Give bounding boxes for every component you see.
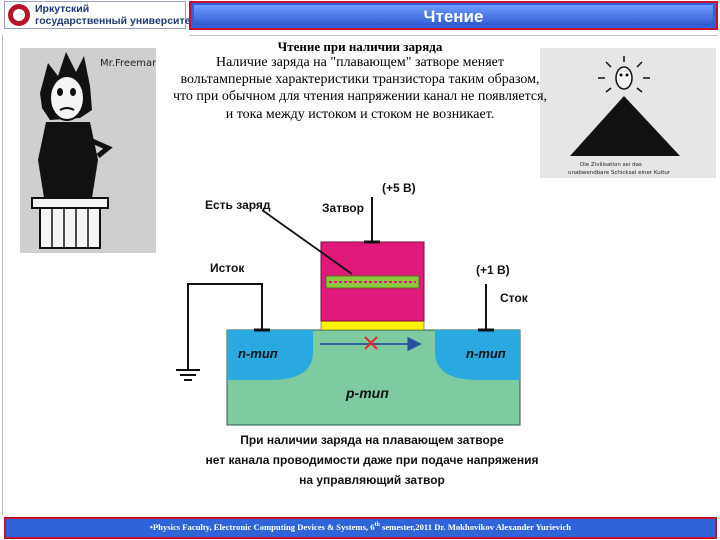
footer-bar: •Physics Faculty, Electronic Computing D… xyxy=(4,517,717,539)
footer-text-main: •Physics Faculty, Electronic Computing D… xyxy=(149,522,375,532)
slide-title-bar: Чтение xyxy=(189,1,718,30)
university-name: Иркутский государственный университет xyxy=(35,3,196,27)
sketch-caption-line1: Die Zivilisation sei das xyxy=(580,162,642,168)
p-type-label: p-тип xyxy=(345,385,389,401)
no-current-mark-icon xyxy=(364,336,378,350)
transistor-diagram: Есть заряд (+5 В) Затвор Исток (+1 В) Ст… xyxy=(170,172,550,502)
university-name-line1: Иркутский xyxy=(35,3,90,15)
caption-line1: При наличии заряда на плавающем затворе xyxy=(240,433,504,447)
university-emblem-icon xyxy=(8,4,30,26)
source-wire xyxy=(187,283,263,370)
gate-label: Затвор xyxy=(322,201,364,215)
ground-icon xyxy=(176,369,200,381)
slide-title: Чтение xyxy=(423,7,484,26)
gate-voltage-label: (+5 В) xyxy=(382,181,416,195)
caption-line2: нет канала проводимости даже при подаче … xyxy=(206,453,539,467)
pyramid-sketch: Die Zivilisation sei das unabwendbare Sc… xyxy=(540,48,716,178)
n-region-right xyxy=(435,330,520,380)
explanation-paragraph: Наличие заряда на "плавающем" затворе ме… xyxy=(172,55,548,122)
footer-credits: •Physics Faculty, Electronic Computing D… xyxy=(6,522,715,532)
section-heading: Чтение при наличии заряда xyxy=(277,39,443,54)
drain-label: Сток xyxy=(500,291,529,305)
n-type-right-label: n-тип xyxy=(466,346,506,361)
footer-text-sup: th xyxy=(374,522,380,529)
university-logo: Иркутский государственный университет xyxy=(4,1,196,29)
footer-text-rest: semester,2011 Dr. Mokhovikov Alexander Y… xyxy=(379,522,572,532)
charge-pointer-arrow xyxy=(261,209,353,275)
university-name-line2: государственный университет xyxy=(35,14,196,27)
n-region-left xyxy=(227,330,313,380)
oxide-layer xyxy=(320,320,425,331)
floating-gate xyxy=(325,275,420,289)
sketch-caption-line2: unabwendbare Schicksal einer Kultur xyxy=(568,170,671,176)
n-type-left-label: n-тип xyxy=(238,346,278,361)
header-bar: Иркутский государственный университет Чт… xyxy=(0,0,720,32)
caption-line3: на управляющий затвор xyxy=(299,473,445,487)
left-divider xyxy=(2,35,3,515)
charge-label: Есть заряд xyxy=(205,198,271,212)
drain-voltage-label: (+1 В) xyxy=(476,263,510,277)
top-divider xyxy=(190,35,718,36)
mr-freeman-signature: Mr.Freeman xyxy=(100,58,156,69)
source-label: Исток xyxy=(210,261,245,275)
mr-freeman-sketch: Mr.Freeman xyxy=(20,48,158,253)
